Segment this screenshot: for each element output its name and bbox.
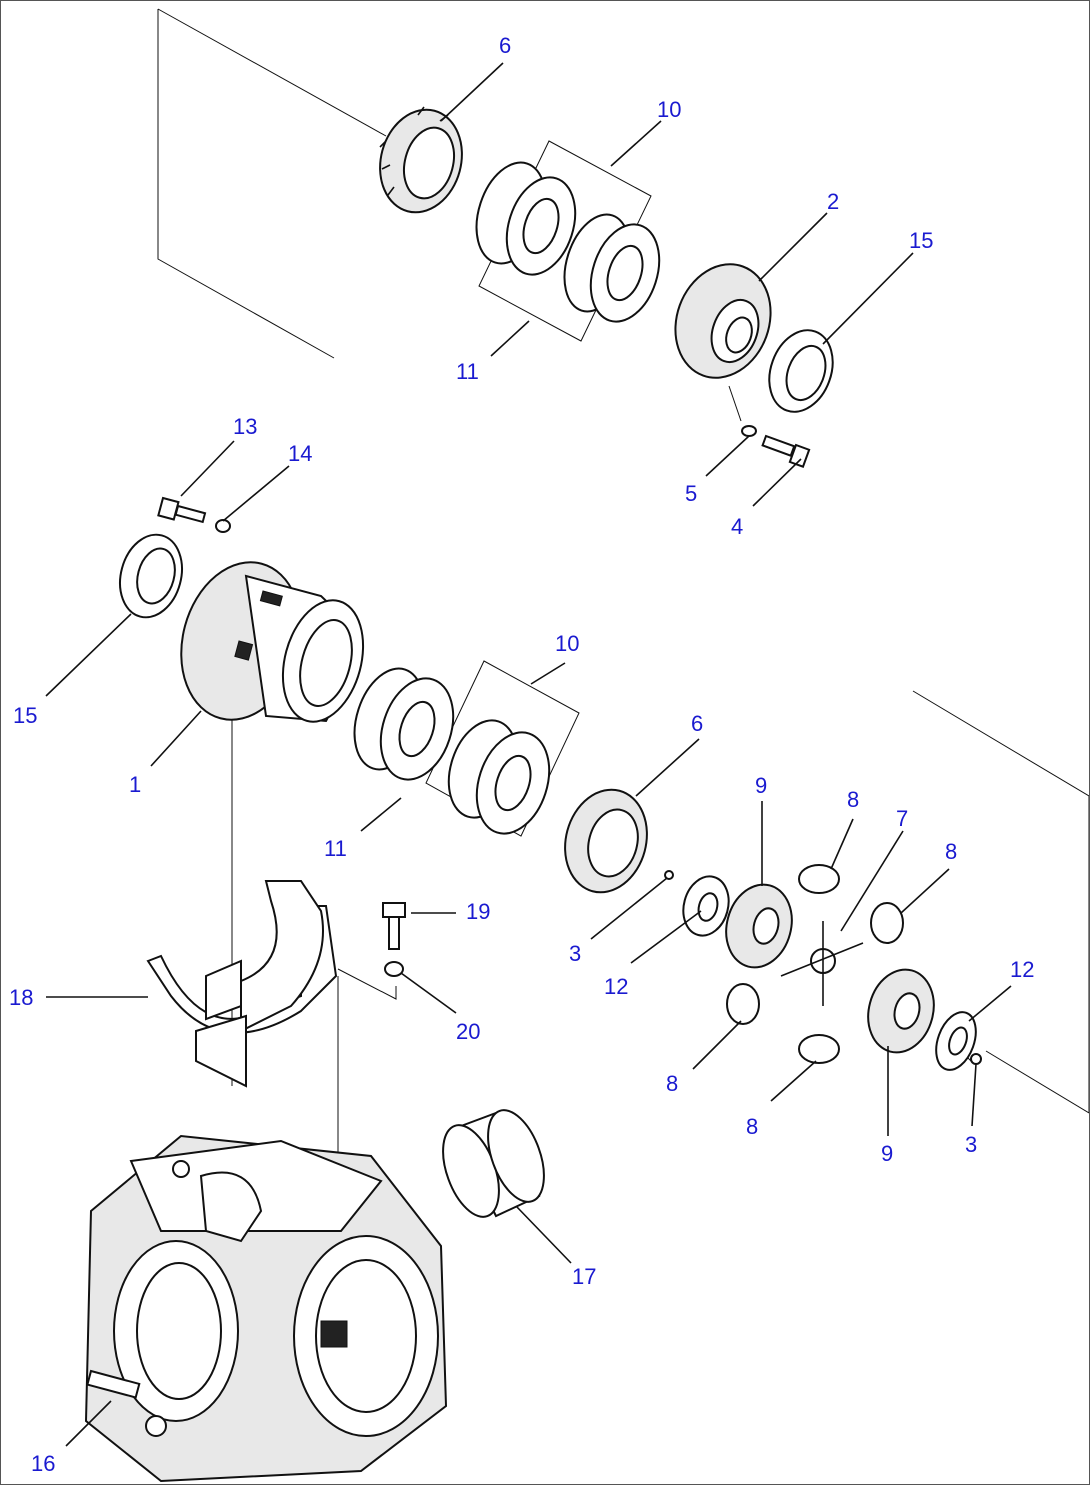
callout-18: 18: [9, 985, 33, 1010]
part-7-spider: [780, 921, 864, 1006]
part-6-upper-ring: [379, 106, 463, 214]
part-6-lower-ring: [564, 788, 648, 894]
callout-17: 17: [572, 1264, 596, 1289]
callout-11-lower: 11: [324, 836, 347, 861]
callout-9-upper: 9: [755, 773, 767, 798]
callout-12-left: 12: [604, 974, 628, 999]
callout-9-lower: 9: [881, 1141, 893, 1166]
callout-16: 16: [31, 1451, 55, 1476]
callout-14: 14: [288, 441, 312, 466]
callout-12-right: 12: [1010, 957, 1034, 982]
part-10-11-lower-discs: [353, 660, 580, 837]
leader-lines: [45, 62, 1012, 1447]
part-4-5-bolt-washer: [741, 425, 811, 468]
part-13-14-bolt-washer: [157, 496, 231, 533]
callout-labels: 6 10 2 15 11 13 14 5 4 15 1 10 6 11 9 8 …: [9, 33, 1034, 1476]
part-15-upper-bearing: [768, 329, 834, 413]
callout-6-lower: 6: [691, 711, 703, 736]
callout-8-top: 8: [847, 787, 859, 812]
callout-6-upper: 6: [499, 33, 511, 58]
callout-4: 4: [731, 514, 743, 539]
callout-10-upper: 10: [657, 97, 681, 122]
callout-19: 19: [466, 899, 490, 924]
part-15-lower-bearing: [119, 533, 183, 619]
callout-1: 1: [129, 772, 141, 797]
callout-15-lower: 15: [13, 703, 37, 728]
callout-8-bottom: 8: [746, 1114, 758, 1139]
callout-8-left: 8: [666, 1071, 678, 1096]
callout-2: 2: [827, 189, 839, 214]
callout-11-upper: 11: [456, 359, 479, 384]
callout-15-upper: 15: [909, 228, 933, 253]
part-8-pinions: [726, 864, 904, 1064]
callout-7: 7: [896, 806, 908, 831]
callout-3-left: 3: [569, 941, 581, 966]
part-16-axle-housing: [84, 1134, 448, 1483]
callout-10-lower: 10: [555, 631, 579, 656]
callout-13: 13: [233, 414, 257, 439]
callout-8-right: 8: [945, 839, 957, 864]
part-9-side-gears: [725, 883, 935, 1054]
part-19-20-bolt-washer: [382, 902, 406, 977]
part-17-sleeve: [442, 1109, 545, 1218]
callout-5: 5: [685, 481, 697, 506]
part-1-differential-case: [180, 561, 365, 723]
part-10-11-upper-discs: [475, 140, 661, 342]
part-12-3-right: [935, 1011, 982, 1071]
part-3-12-pin-washer: [664, 870, 730, 937]
part-2-flange: [674, 263, 772, 379]
callout-20: 20: [456, 1019, 480, 1044]
callout-3-right: 3: [965, 1132, 977, 1157]
part-18-bracket: [146, 880, 338, 1088]
